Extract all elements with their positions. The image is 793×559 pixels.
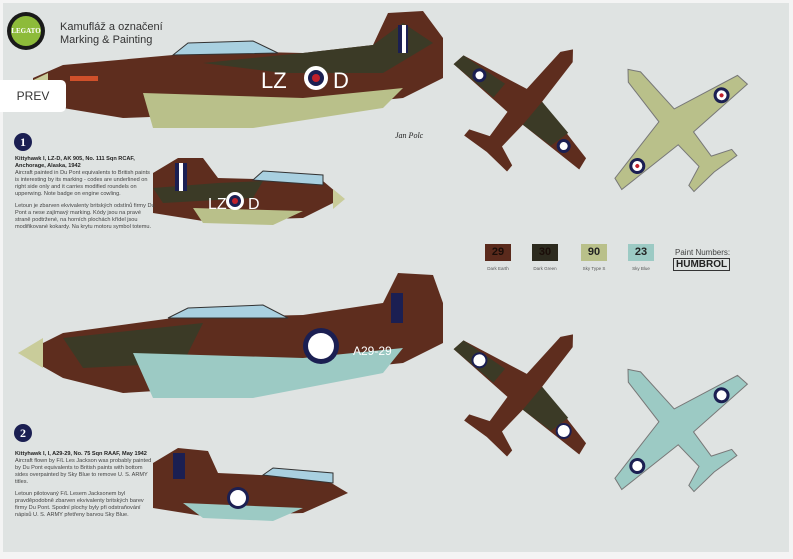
paint-name: Dark Green [533,266,557,271]
svg-text:D: D [248,196,260,213]
aircraft-2-side-right [153,448,348,521]
svg-text:LZ: LZ [208,196,227,213]
paint-swatch-30: 30 [532,244,558,261]
scheme-1-description: Kittyhawk I, LZ-D, AK 905, No. 111 Sqn R… [15,156,155,230]
aircraft-2-bottom-view [564,316,779,527]
paint-swatch-29: 29 [485,244,511,261]
scheme-1-heading: Kittyhawk I, LZ-D, AK 905, No. 111 Sqn R… [15,156,135,169]
paint-name: Dark Earth [487,266,509,271]
aircraft-1-side-left: LZ D [23,11,443,128]
legato-logo: LEGATO [7,12,45,50]
aircraft-1-bottom-view [564,16,779,227]
aircraft-1-side-right: LZ D [153,158,345,225]
title-english: Marking & Painting [60,34,153,46]
scheme-2-number: 2 [14,424,32,442]
svg-text:D: D [333,68,349,93]
svg-text:LZ: LZ [261,68,287,93]
paint-name: Sky Blue [632,266,650,271]
scheme-2-description: Kittyhawk I, I, A29-29, No. 75 Sqn RAAF,… [15,451,155,524]
aircraft-illustrations: LZ D LZ D A29-29 [18,3,779,527]
prev-button[interactable]: PREV [0,80,66,112]
aircraft-2-top-view [422,281,636,492]
signature: Jan Polc [395,131,424,140]
scheme-1-text-cz: Letoun je zbarven ekvivalenty britských … [15,203,155,230]
marking-sheet-image: LZ D LZ D A29-29 [3,3,789,552]
aircraft-2-side-left: A29-29 [18,273,443,398]
paint-swatch-90: 90 [581,244,607,261]
title-czech: Kamufláž a označení [60,21,163,33]
paint-numbers-label: Paint Numbers: [675,248,731,257]
scheme-1-number: 1 [14,133,32,151]
aircraft-1-top-view [422,3,636,207]
paint-swatch-23: 23 [628,244,654,261]
scheme-2-text-cz: Letoun pilotovaný F/L Lesem Jacksonem by… [15,491,144,518]
scheme-2-heading: Kittyhawk I, I, A29-29, No. 75 Sqn RAAF,… [15,451,147,457]
brand-label: HUMBROL [673,258,731,271]
paint-name: Sky Type S [582,266,606,271]
sheet-title: Kamufláž a označení Marking & Painting [60,21,163,47]
svg-text:A29-29: A29-29 [353,344,392,358]
